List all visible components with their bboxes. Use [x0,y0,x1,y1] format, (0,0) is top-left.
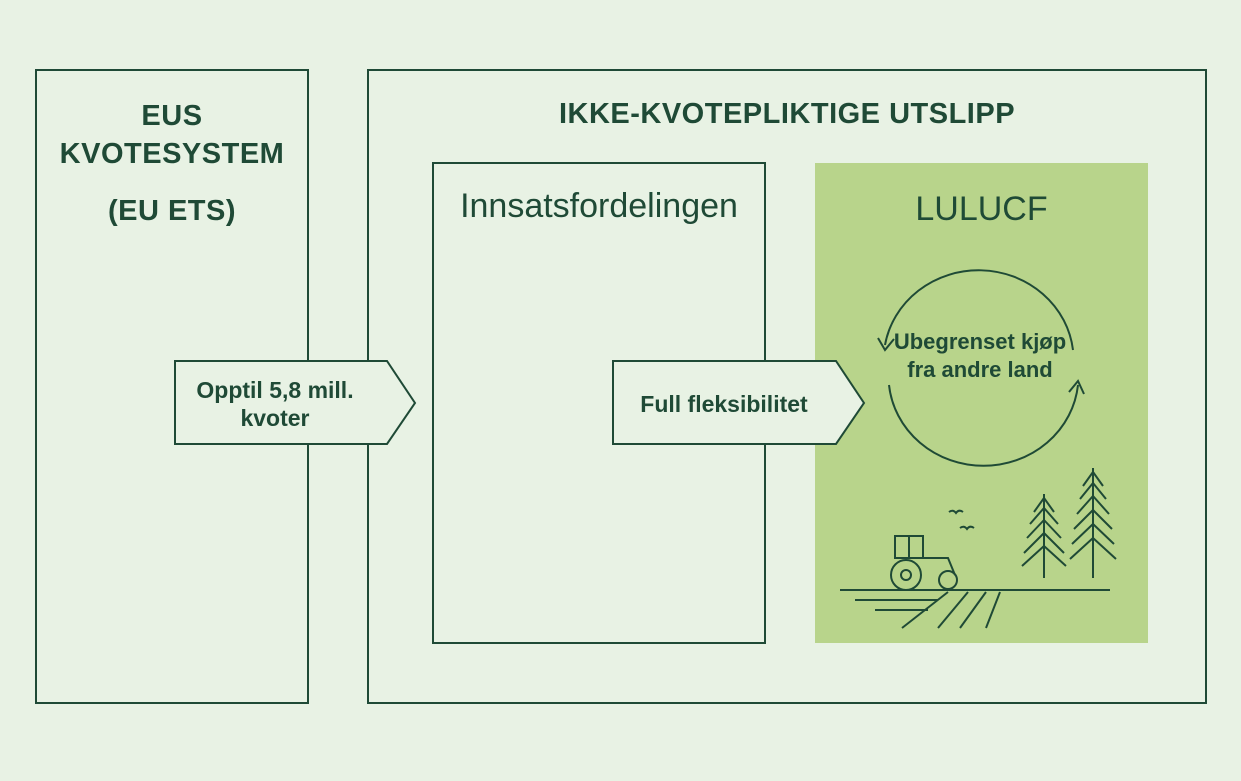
spruce-tree-icon [1069,468,1117,578]
eu-ets-title: EUS KVOTESYSTEM [59,100,285,170]
spruce-tree-icon [1021,494,1067,578]
ets-to-esr-arrow [174,360,417,445]
lulucf-cycle-label: Ubegrenset kjøp fra andre land [893,329,1067,382]
field-icon [840,589,1110,629]
esr-to-lulucf-label: Full fleksibilitet [640,391,808,417]
esr-to-lulucf-arrow [612,360,866,445]
cycle-arrows-icon [877,269,1085,467]
ets-to-esr-label: Opptil 5,8 mill. kvoter [196,377,354,431]
tractor-icon [890,535,958,591]
eu-ets-subtitle: (EU ETS) [107,195,237,227]
effort-sharing-title: Innsatsfordelingen [460,187,738,225]
non-quota-title: IKKE-KVOTEPLIKTIGE UTSLIPP [558,98,1016,130]
lulucf-title: LULUCF [915,190,1048,228]
birds-icon [948,509,975,531]
